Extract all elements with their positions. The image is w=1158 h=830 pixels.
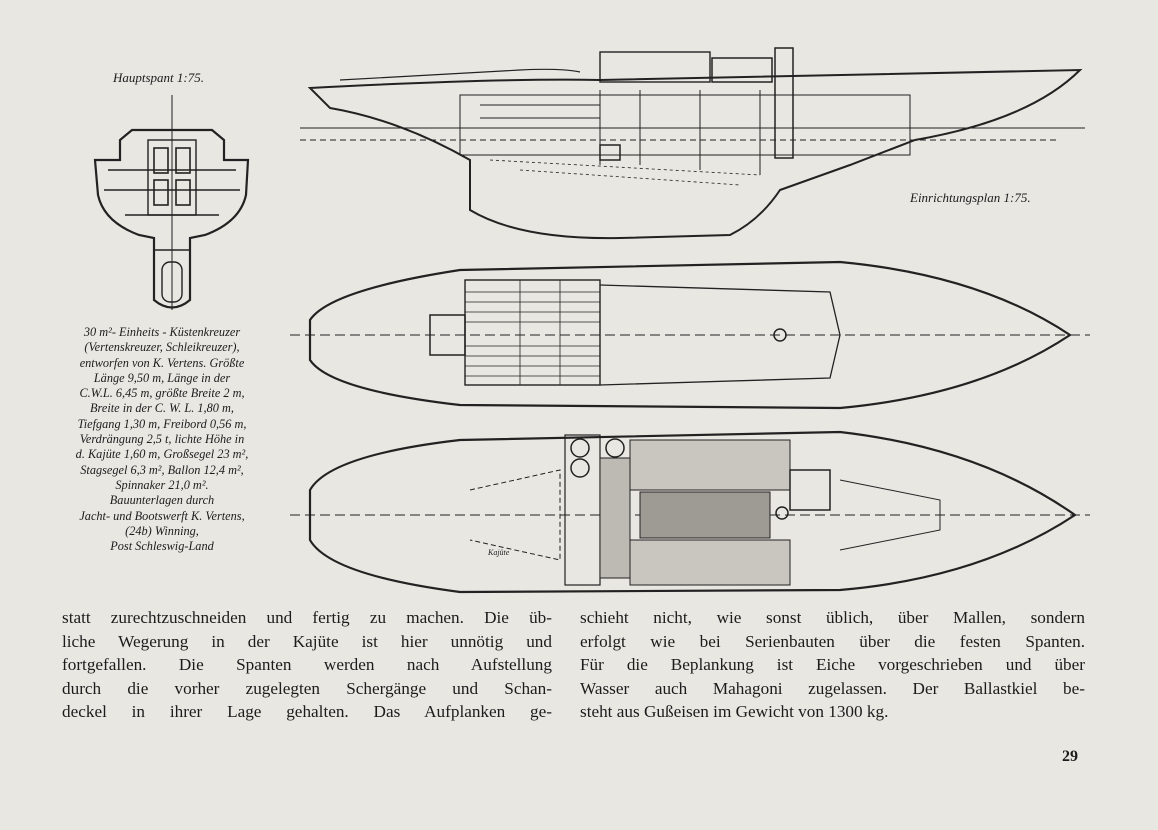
body-line: schieht nicht, wie sonst üblich, über Ma… [580, 608, 1085, 627]
profile-plan-drawing [300, 47, 1085, 240]
body-line: Wasser auch Mahagoni zugelassen. Der Bal… [580, 678, 1085, 698]
spec-line: Bauunterlagen durch [109, 493, 215, 508]
midship-section-drawing [93, 95, 250, 310]
body-line: steht aus Gußeisen im Gewicht von 1300 k… [580, 702, 889, 721]
spec-line: Stagsegel 6,3 m², Ballon 12,4 m², [80, 462, 244, 477]
interior-label: Kajüte [487, 548, 510, 557]
page-number: 29 [1062, 748, 1078, 765]
spec-line: Breite in der C. W. L. 1,80 m, [90, 401, 234, 416]
spec-line: d. Kajüte 1,60 m, Großsegel 23 m², [75, 447, 249, 462]
body-line: liche Wegerung in der Kajüte ist hier un… [62, 631, 552, 651]
spec-line: (24b) Winning, [125, 523, 199, 538]
spec-line: Länge 9,50 m, Länge in der [93, 370, 231, 385]
spec-line: Verdrängung 2,5 t, lichte Höhe in [79, 432, 245, 447]
spec-line: (Vertenskreuzer, Schleikreuzer), [84, 340, 240, 355]
spec-line: Spinnaker 21,0 m². [115, 477, 209, 492]
body-line: erfolgt wie bei Serienbauten über die fe… [580, 631, 1085, 651]
spec-line: C.W.L. 6,45 m, größte Breite 2 m, [79, 386, 245, 401]
body-line: durch die vorher zugelegten Schergänge u… [62, 678, 552, 698]
spec-line: 30 m²- Einheits - Küstenkreuzer [83, 325, 241, 339]
spec-line: Jacht- und Bootswerft K. Vertens, [79, 508, 245, 523]
spec-line: Post Schleswig-Land [110, 539, 214, 554]
body-line: statt zurechtzuschneiden und fertig zu m… [62, 608, 552, 627]
body-line: deckel in ihrer Lage gehalten. Das Aufpl… [62, 702, 552, 721]
interior-plan-caption: Einrichtungsplan 1:75. [910, 190, 1031, 205]
spec-line: Tiefgang 1,30 m, Freibord 0,56 m, [77, 416, 247, 431]
body-text-left-column: statt zurechtzuschneiden und fertig zu m… [62, 606, 552, 724]
spec-line: entworfen von K. Vertens. Größte [79, 355, 245, 370]
body-line: fortgefallen. Die Spanten werden nach Au… [62, 655, 552, 674]
deck-plan-drawing [290, 260, 1090, 410]
body-line: Für die Beplankung ist Eiche vorgeschrie… [580, 655, 1085, 674]
body-text-right-column: schieht nicht, wie sonst üblich, über Ma… [580, 606, 1085, 724]
midship-section-caption: Hauptspant 1:75. [113, 70, 204, 85]
interior-plan-drawing: Kajüte [290, 430, 1090, 594]
specification-block: 30 m²- Einheits - Küstenkreuzer (Vertens… [28, 325, 296, 554]
